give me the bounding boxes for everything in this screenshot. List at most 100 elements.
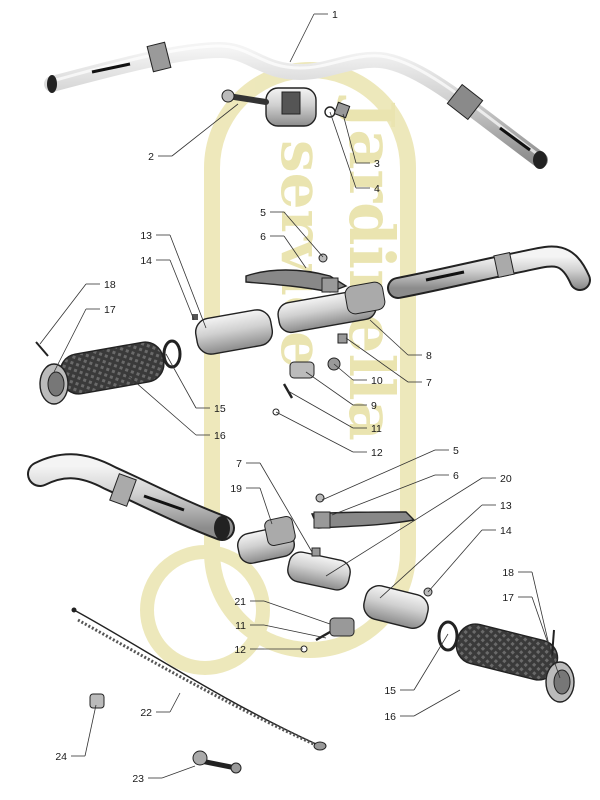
callout-number: 6 [260, 231, 266, 243]
callout-number: 7 [426, 377, 432, 389]
callout-15: 15 [165, 353, 226, 415]
callout-11: 11 [287, 390, 382, 435]
callout-number: 6 [453, 470, 459, 482]
callout-number: 2 [148, 151, 154, 163]
callout-13: 13 [140, 230, 207, 329]
bar-end-cap-17-lower [545, 661, 575, 703]
callout-14: 14 [427, 525, 512, 593]
callout-15: 15 [384, 633, 449, 697]
callout-21: 21 [234, 596, 331, 625]
callout-number: 10 [371, 375, 383, 387]
callout-leader-line [53, 308, 87, 373]
callout-20: 20 [325, 473, 512, 577]
callout-leader-line [413, 689, 461, 717]
callout-leader-line [171, 103, 239, 157]
cable-nipple-24 [89, 693, 105, 709]
grip-16-upper [59, 341, 165, 395]
callout-5: 5 [321, 445, 459, 501]
callout-19: 19 [230, 483, 273, 525]
callout-number: 17 [502, 592, 514, 604]
callout-number: 12 [371, 447, 383, 459]
callout-leader-line [169, 259, 195, 321]
callout-leader-line [369, 319, 409, 356]
lever-lower [310, 493, 416, 529]
callout-number: 5 [260, 207, 266, 219]
callout-7: 7 [345, 337, 432, 389]
watermark: Jardinella service [140, 62, 416, 675]
callout-leader-line [84, 704, 97, 757]
callout-leader-line [531, 596, 561, 679]
callout-number: 17 [104, 304, 116, 316]
callout-leader-line [345, 337, 409, 383]
callout-leader-line [329, 111, 357, 189]
twist-grip-lower [237, 515, 429, 629]
watermark-logo-circle [140, 545, 270, 675]
callout-6: 6 [260, 231, 307, 269]
callout-number: 9 [371, 400, 377, 412]
callout-number: 18 [502, 567, 514, 579]
callout-16: 16 [384, 689, 461, 723]
callout-number: 16 [384, 711, 396, 723]
callout-number: 24 [55, 751, 67, 763]
callout-number: 7 [236, 458, 242, 470]
nut-7-lower [311, 547, 321, 557]
callout-leader-line [275, 411, 354, 453]
callout-leader-line [169, 234, 207, 329]
callout-3: 3 [342, 113, 380, 170]
callout-22: 22 [140, 692, 181, 719]
callout-number: 18 [104, 279, 116, 291]
callout-leader-line [331, 474, 436, 516]
callout-9: 9 [305, 371, 377, 412]
pin-11-lower [315, 630, 331, 642]
left-bar-end [27, 453, 235, 541]
callout-7: 7 [236, 458, 313, 553]
callout-10: 10 [333, 363, 383, 387]
callout-leader-line [342, 113, 357, 164]
adjuster-9-10 [289, 357, 341, 379]
callout-number: 11 [235, 620, 246, 632]
callout-number: 19 [230, 483, 242, 495]
twist-grip-upper [192, 281, 386, 355]
callout-number: 1 [332, 9, 338, 21]
ring-15-lower [437, 620, 459, 652]
callout-1: 1 [289, 9, 338, 63]
callout-number: 4 [374, 183, 380, 195]
callout-4: 4 [329, 111, 380, 195]
callout-13: 13 [379, 500, 512, 599]
callout-number: 21 [234, 596, 246, 608]
callout-leader-line [169, 692, 181, 713]
callout-number: 15 [214, 403, 226, 415]
callout-24: 24 [55, 704, 97, 763]
callout-leader-line [263, 624, 327, 639]
callout-8: 8 [369, 319, 432, 362]
callout-2: 2 [148, 103, 239, 163]
callout-16: 16 [125, 373, 226, 442]
callout-leader-line [125, 373, 197, 436]
callout-leader-line [287, 390, 354, 429]
callout-number: 14 [140, 255, 152, 267]
callout-number: 14 [500, 525, 512, 537]
callout-number: 8 [426, 350, 432, 362]
callout-6: 6 [331, 470, 459, 516]
control-cable-22 [71, 607, 327, 751]
callout-17: 17 [53, 304, 116, 373]
lever-upper [245, 253, 348, 293]
nut-7-upper [337, 333, 348, 344]
callout-leader-line [531, 571, 553, 659]
callout-number: 13 [500, 500, 512, 512]
callout-leader-line [259, 462, 313, 553]
callout-leader-line [305, 371, 354, 406]
callout-leader-line [161, 765, 196, 779]
callout-leader-line [259, 487, 273, 525]
bar-end-cap-17-upper [39, 363, 69, 405]
callout-leader-line [413, 633, 449, 691]
callout-number: 23 [132, 773, 144, 785]
callout-leader-line [283, 235, 307, 269]
nut-3 [333, 101, 351, 119]
right-bar-end [387, 245, 591, 299]
callout-leader-line [321, 449, 436, 501]
screw-18-upper [35, 341, 49, 357]
callout-leader-line [333, 363, 354, 381]
callout-5: 5 [260, 207, 324, 258]
